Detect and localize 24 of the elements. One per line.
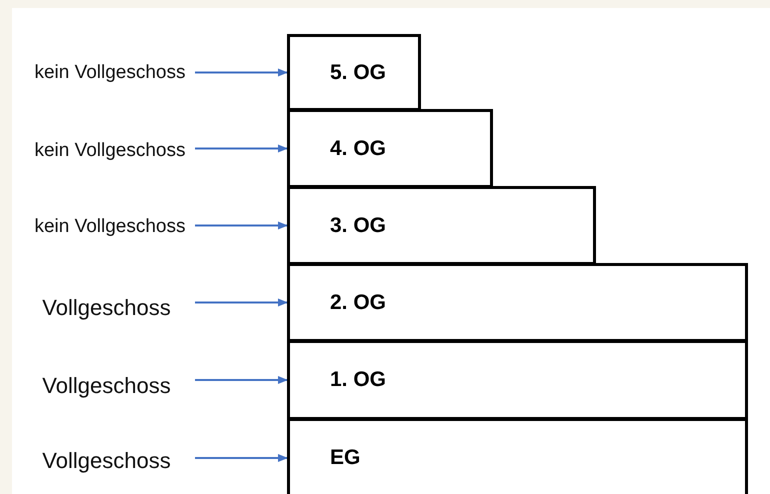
floor-label: 5. OG [330, 60, 386, 84]
storey-label: kein Vollgeschoss [25, 38, 195, 108]
floor-label: 1. OG [330, 368, 386, 392]
floor-label: 3. OG [330, 214, 386, 238]
arrow [195, 222, 288, 230]
floor-box [287, 340, 748, 420]
arrow [195, 298, 288, 306]
storey-label: kein Vollgeschoss [25, 192, 195, 262]
floor-label: EG [330, 446, 360, 470]
floor-box [287, 109, 493, 188]
arrow [195, 144, 288, 152]
arrow [195, 376, 288, 384]
storey-label: kein Vollgeschoss [25, 115, 195, 187]
storey-label: Vollgeschoss [18, 366, 195, 406]
floor-label: 4. OG [330, 136, 386, 160]
floor-box [287, 186, 596, 265]
floor-box [287, 263, 748, 342]
arrow [195, 68, 288, 76]
floor-box [287, 34, 421, 111]
floor-label: 2. OG [330, 290, 386, 314]
floor-box [287, 418, 748, 494]
storey-label: Vollgeschoss [18, 288, 195, 328]
storey-label: Vollgeschoss [18, 441, 195, 481]
arrow [195, 454, 288, 462]
